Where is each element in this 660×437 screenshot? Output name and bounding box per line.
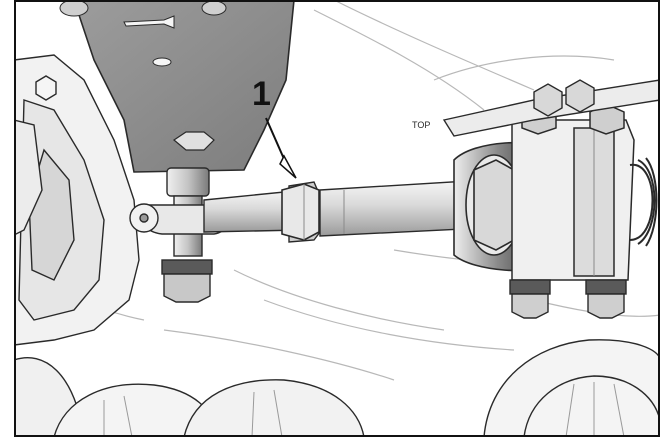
hex-nut-icon (161, 259, 213, 303)
mounting-plate (59, 0, 295, 173)
upper-linkage: TOP (412, 79, 660, 137)
frame-border (14, 0, 660, 437)
bogie-wheel-icon (14, 339, 660, 437)
left-frame-section (14, 54, 140, 346)
top-marking-label: TOP (412, 120, 430, 130)
lower-bolts (509, 279, 627, 319)
clevis-bracket (511, 103, 635, 281)
callout-number: 1 (252, 75, 271, 113)
callout-arrow-icon (265, 117, 297, 179)
coil-spring (629, 157, 658, 247)
jam-nut-icon (281, 183, 320, 241)
tie-rod-icon (203, 179, 485, 243)
diagram-frame: TOP 1 (14, 0, 660, 437)
suspension-illustration: TOP 1 (14, 0, 660, 437)
callout-1: 1 (252, 75, 297, 179)
